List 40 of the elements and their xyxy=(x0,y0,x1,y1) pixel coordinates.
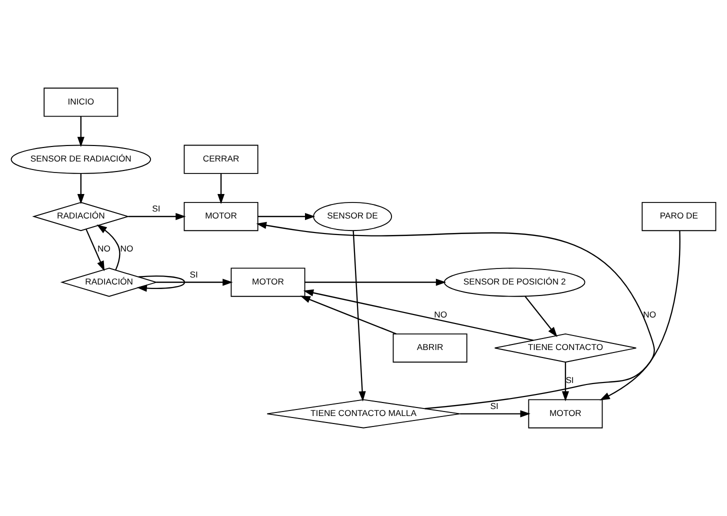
edge-label: NO xyxy=(120,244,134,254)
arrow xyxy=(256,222,655,410)
edge-label: SI xyxy=(190,269,198,280)
arrow xyxy=(77,116,84,148)
node-box: CERRAR xyxy=(184,144,258,174)
arrow xyxy=(156,278,233,286)
arrow xyxy=(600,230,680,400)
arrow xyxy=(303,289,534,341)
node-diamond: RADIACIÓN xyxy=(32,202,130,232)
edge-label: NO xyxy=(434,309,448,320)
edge-label: SI xyxy=(490,400,498,411)
arrow xyxy=(77,174,84,204)
arrow xyxy=(86,228,105,272)
node-box: MOTOR xyxy=(184,202,258,232)
arrow xyxy=(128,212,186,220)
node-diamond: RADIACIÓN xyxy=(60,268,158,297)
node-diamond: TIENE CONTACTO MALLA xyxy=(266,399,460,428)
arrow xyxy=(352,230,366,402)
node-ellipse: SENSOR DE xyxy=(313,202,392,232)
arrow xyxy=(562,362,570,402)
arrow xyxy=(304,278,446,286)
arrow xyxy=(524,296,558,338)
arrow xyxy=(96,224,120,270)
arrow xyxy=(460,410,530,418)
node-box: PARO DE xyxy=(642,202,716,232)
edge-label: NO xyxy=(643,309,656,320)
node-diamond: TIENE CONTACTO xyxy=(494,333,637,363)
arrow xyxy=(258,212,316,220)
arrow xyxy=(217,174,225,204)
node-ellipse: SENSOR DE RADIACIÓN xyxy=(10,144,152,174)
node-ellipse: SENSOR DE POSICIÓN 2 xyxy=(444,268,586,297)
node-box: MOTOR xyxy=(528,399,603,428)
node-box: INICIO xyxy=(44,88,118,117)
edge-label: SI xyxy=(152,204,160,214)
arrow xyxy=(136,276,186,292)
edge-label: SI xyxy=(566,375,574,386)
edge-label: NO xyxy=(98,244,110,254)
node-box: MOTOR xyxy=(230,268,306,297)
node-box: ABRIR xyxy=(392,333,468,363)
arrow xyxy=(300,296,397,334)
